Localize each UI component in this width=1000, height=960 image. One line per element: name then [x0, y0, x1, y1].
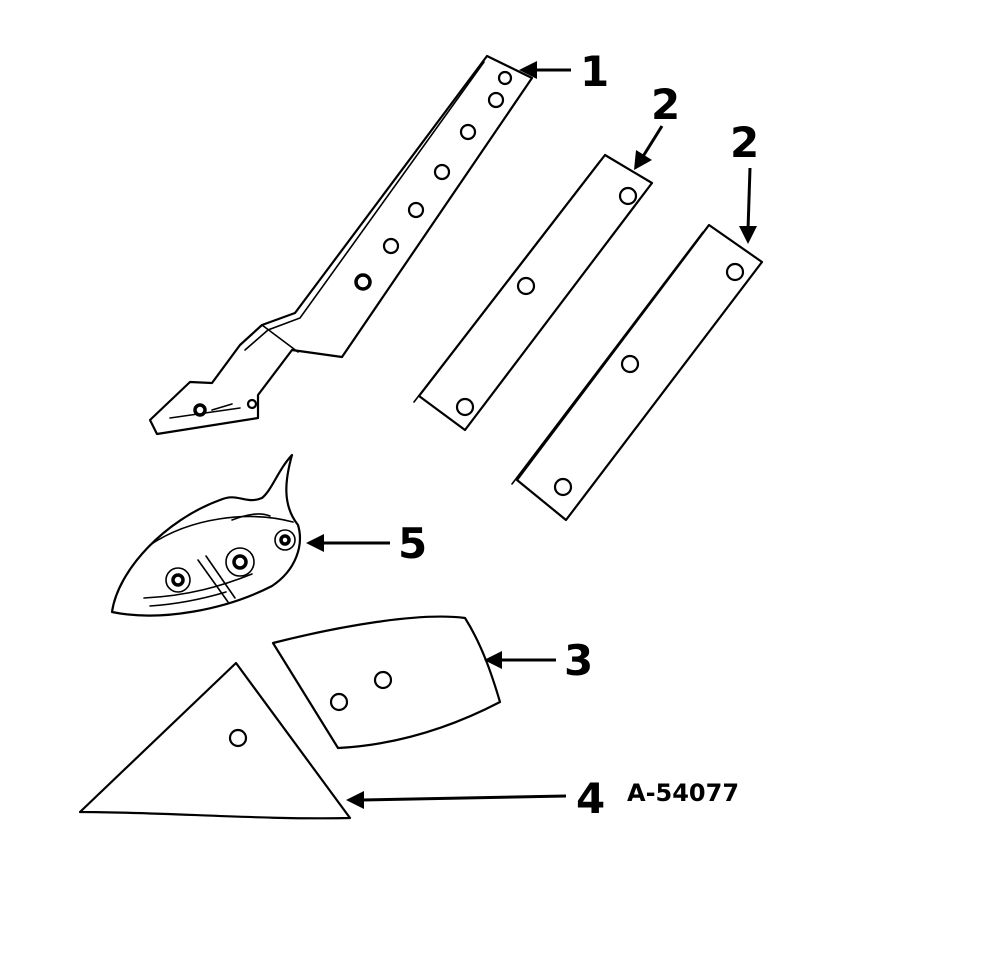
arrowhead-1: [519, 61, 537, 79]
leader-lines: [306, 61, 757, 809]
part-4-triangular-point: [78, 661, 352, 820]
callout-3: 3: [564, 636, 593, 685]
leader-2b: [746, 167, 752, 231]
callout-5: 5: [398, 519, 427, 568]
arrowhead-3: [484, 651, 502, 669]
part-1-standard-bar: [148, 54, 534, 436]
arrowhead-5: [306, 534, 324, 552]
callout-1: 1: [580, 47, 609, 96]
part-2-flat-bar-lower: [511, 223, 764, 522]
arrowhead-2b: [739, 226, 757, 244]
drawing-number: A-54077: [627, 779, 739, 807]
callout-2a: 2: [651, 80, 680, 129]
part-2-flat-bar-upper: [413, 153, 654, 432]
callout-2b: 2: [730, 118, 759, 167]
arrowhead-2a: [634, 150, 652, 170]
leader-2a: [640, 125, 664, 159]
part-5-shovel: [110, 453, 302, 617]
arrowhead-4: [346, 791, 364, 809]
leader-4: [361, 794, 567, 802]
part-3-wing-plate: [271, 615, 502, 750]
callout-4: 4: [576, 774, 605, 823]
